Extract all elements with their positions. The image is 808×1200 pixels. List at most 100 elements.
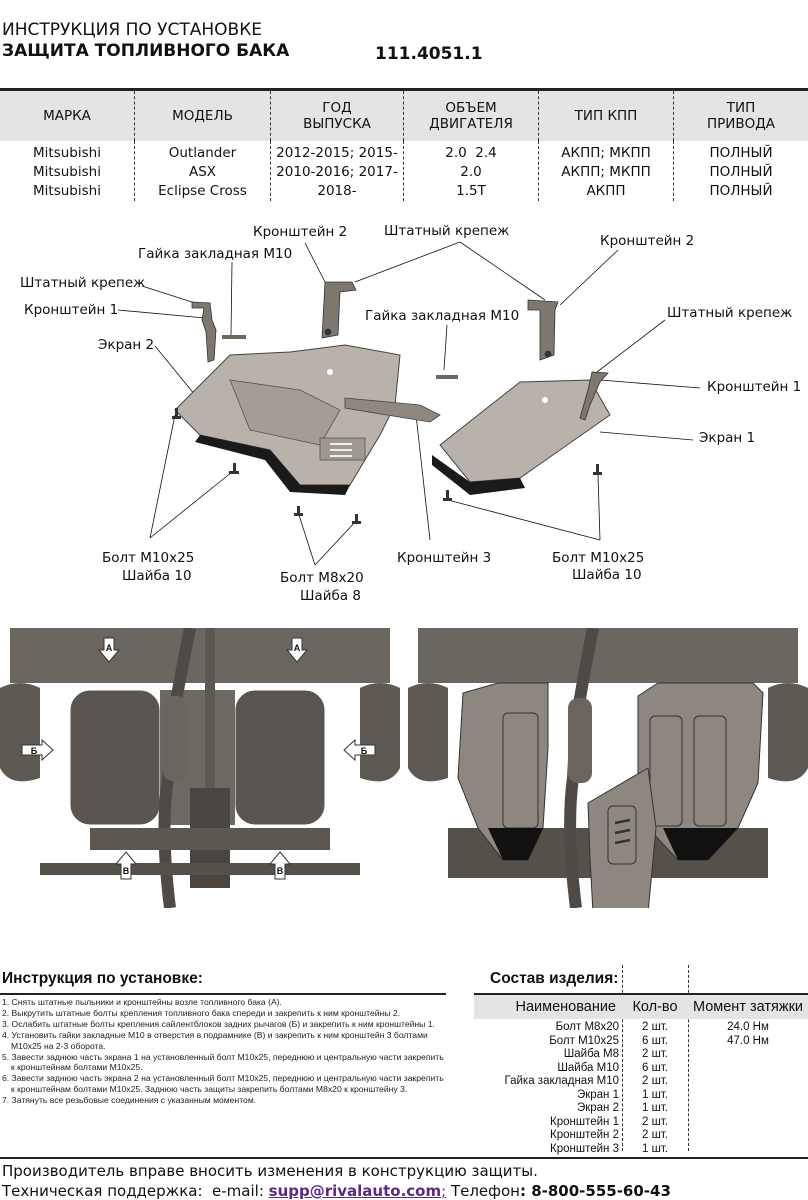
- marker-label-b: Б: [361, 746, 368, 756]
- table-cell: 2.0: [460, 164, 482, 180]
- part-quantity: 6 шт.: [641, 1034, 668, 1047]
- part-torque: [688, 1116, 808, 1130]
- support-contacts: Техническая поддержка: e-mail: supp@riva…: [2, 1182, 671, 1200]
- marker-arrow-v-right: [268, 851, 292, 880]
- phone-label: Телефон: [446, 1182, 520, 1200]
- part-quantity: 6 шт.: [641, 1061, 668, 1074]
- label-washer-10-right: Шайба 10: [572, 567, 642, 583]
- drive-column: ПОЛНЫЙ ПОЛНЫЙ ПОЛНЫЙ: [673, 141, 808, 201]
- parts-table-header: Наименование Кол-во Момент затяжки: [474, 995, 808, 1019]
- product-title: ЗАЩИТА ТОПЛИВНОГО БАКА: [2, 41, 290, 61]
- table-cell: АКПП; МКПП: [561, 145, 651, 161]
- table-row: Кронштейн 1 2 шт.: [474, 1116, 808, 1130]
- vehicle-table: МАРКА МОДЕЛЬ ГОД ВЫПУСКА ОБЪЕМ ДВИГАТЕЛЯ…: [0, 88, 808, 201]
- label-standard-fastener-right: Штатный крепеж: [667, 305, 793, 321]
- column-header-year: ГОД ВЫПУСКА: [270, 91, 403, 141]
- part-torque: [688, 1129, 808, 1143]
- marker-label-v: В: [277, 866, 284, 876]
- document-title: ИНСТРУКЦИЯ ПО УСТАНОВКЕ: [2, 20, 263, 40]
- column-header-model: МОДЕЛЬ: [134, 91, 270, 141]
- brand-column: Mitsubishi Mitsubishi Mitsubishi: [0, 141, 134, 201]
- instruction-step: 2. Выкрутить штатные болты крепления топ…: [2, 1007, 401, 1018]
- instructions-title: Инструкция по установке:: [2, 970, 203, 987]
- instruction-step: 7. Затянуть все резьбовые соединения с у…: [2, 1095, 257, 1106]
- label-bolt-m8: Болт М8х20: [280, 570, 364, 586]
- marker-label-b: Б: [31, 746, 38, 756]
- label-screen-2: Экран 2: [98, 337, 155, 353]
- table-cell: ASX: [188, 164, 217, 180]
- marker-label-v: В: [123, 866, 130, 876]
- label-standard-fastener-top: Штатный крепеж: [384, 223, 510, 239]
- model-column: Outlander ASX Eclipse Cross: [134, 141, 270, 201]
- part-quantity: 2 шт.: [641, 1048, 668, 1060]
- label-embedded-nut-left: Гайка закладная М10: [138, 246, 293, 262]
- label-embedded-nut-right: Гайка закладная М10: [365, 308, 520, 324]
- column-header-torque: Момент затяжки: [692, 999, 804, 1015]
- label-bracket-1-left: Кронштейн 1: [24, 302, 119, 318]
- bracket-2-left-part: [321, 281, 357, 339]
- part-name: Шайба М8: [563, 1048, 619, 1060]
- table-cell: Eclipse Cross: [158, 183, 247, 199]
- table-cell: 1.5T: [456, 183, 486, 199]
- table-row: Шайба М10 6 шт.: [474, 1062, 808, 1076]
- parts-title: Состав изделия:: [490, 970, 619, 987]
- table-cell: 2010-2016; 2017-: [276, 164, 398, 180]
- screen-2-part: [174, 344, 401, 495]
- instruction-step: 1. Снять штатные пыльники и кронштейны в…: [2, 997, 282, 1007]
- table-cell: ПОЛНЫЙ: [709, 164, 773, 180]
- part-name: Кронштейн 1: [550, 1115, 619, 1128]
- vehicle-table-body: Mitsubishi Mitsubishi Mitsubishi Outland…: [0, 141, 808, 201]
- parts-table: Наименование Кол-во Момент затяжки Болт …: [474, 993, 808, 1159]
- underbody-photo-before: А А Б Б В В: [0, 626, 400, 909]
- leader-lines: [117, 241, 701, 566]
- table-cell: 2.0 2.4: [445, 145, 497, 161]
- column-divider: [622, 965, 623, 1151]
- marker-label-a: А: [106, 643, 113, 653]
- label-washer-10-left: Шайба 10: [122, 568, 192, 584]
- part-name: Гайка закладная М10: [504, 1075, 619, 1087]
- part-quantity: 2 шт.: [641, 1115, 668, 1128]
- marker-arrow-a-left: [97, 637, 121, 663]
- part-torque: [688, 1048, 808, 1062]
- table-cell: ПОЛНЫЙ: [709, 145, 773, 161]
- part-torque: [688, 1102, 808, 1116]
- part-name: Болт М8х20: [555, 1021, 619, 1033]
- column-header-name: Наименование: [515, 999, 616, 1015]
- part-name: Экран 1: [576, 1088, 619, 1101]
- embedded-nut-left-part: [222, 335, 246, 339]
- assembly-drawing: [117, 241, 701, 566]
- table-cell: АКПП: [586, 183, 626, 199]
- table-cell: Mitsubishi: [33, 183, 101, 199]
- column-header-quantity: Кол-во: [632, 999, 678, 1015]
- column-header-engine: ОБЪЕМ ДВИГАТЕЛЯ: [403, 91, 538, 141]
- column-divider: [688, 965, 689, 1151]
- installed-bracket-3-cover: [587, 767, 657, 914]
- label-screen-1: Экран 1: [699, 430, 756, 446]
- marker-arrow-v-left: [114, 851, 138, 880]
- part-name: Кронштейн 3: [550, 1142, 619, 1155]
- instruction-step: 6. Завести заднюю часть экрана 2 на уста…: [2, 1073, 444, 1095]
- marker-arrow-b-left: [21, 738, 54, 762]
- part-name: Болт М10х25: [549, 1034, 619, 1047]
- part-name: Кронштейн 2: [550, 1129, 619, 1141]
- underbody-after-image: [408, 626, 808, 914]
- footer-divider: [0, 1157, 808, 1159]
- table-cell: Outlander: [168, 145, 237, 161]
- vehicle-table-header: МАРКА МОДЕЛЬ ГОД ВЫПУСКА ОБЪЕМ ДВИГАТЕЛЯ…: [0, 91, 808, 141]
- part-name: Шайба М10: [557, 1061, 619, 1074]
- table-cell: 2018-: [317, 183, 357, 199]
- label-bolt-m10-left: Болт М10х25: [102, 550, 195, 566]
- bracket-3-part: [344, 397, 441, 423]
- embedded-nut-right-part: [436, 375, 458, 379]
- bracket-2-right-part: [527, 299, 559, 361]
- part-torque: 47.0 Нм: [727, 1034, 769, 1047]
- label-bracket-3: Кронштейн 3: [397, 550, 492, 566]
- marker-arrow-b-right: [343, 738, 376, 762]
- screen-1-part: [432, 379, 611, 495]
- support-email-link[interactable]: supp@rivalauto.com: [268, 1182, 442, 1200]
